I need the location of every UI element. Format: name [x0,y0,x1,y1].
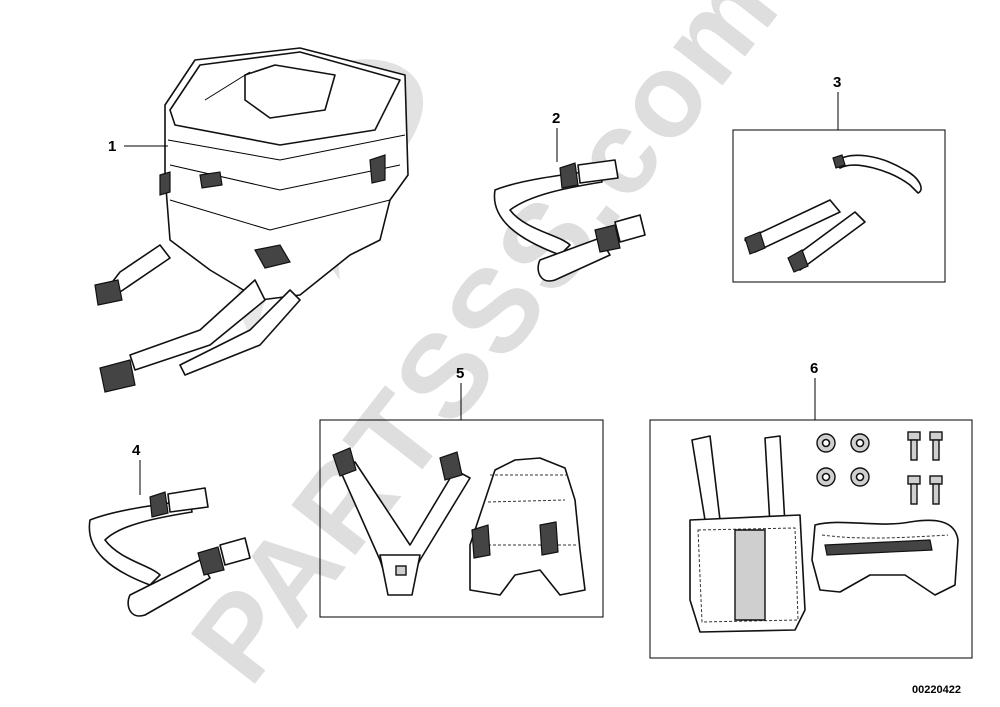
leader-lines [124,92,839,495]
diagram-reference-number: 00220422 [912,684,961,696]
part-6-mounting-kit-hardware[interactable] [649,419,973,659]
washers [816,433,870,487]
part-4-strap[interactable] [88,487,251,617]
screws [907,431,943,505]
callout-5[interactable]: 5 [456,365,464,382]
part-1-tank-bag[interactable] [94,47,409,393]
part-2-strap[interactable] [493,159,646,282]
part-5-mounting-kit[interactable] [319,419,604,618]
callout-4[interactable]: 4 [132,442,141,459]
callout-1[interactable]: 1 [108,138,116,155]
callout-6[interactable]: 6 [810,360,818,377]
callout-3[interactable]: 3 [833,74,841,91]
part-3-strap-set[interactable] [732,129,946,283]
callout-2[interactable]: 2 [552,110,560,127]
